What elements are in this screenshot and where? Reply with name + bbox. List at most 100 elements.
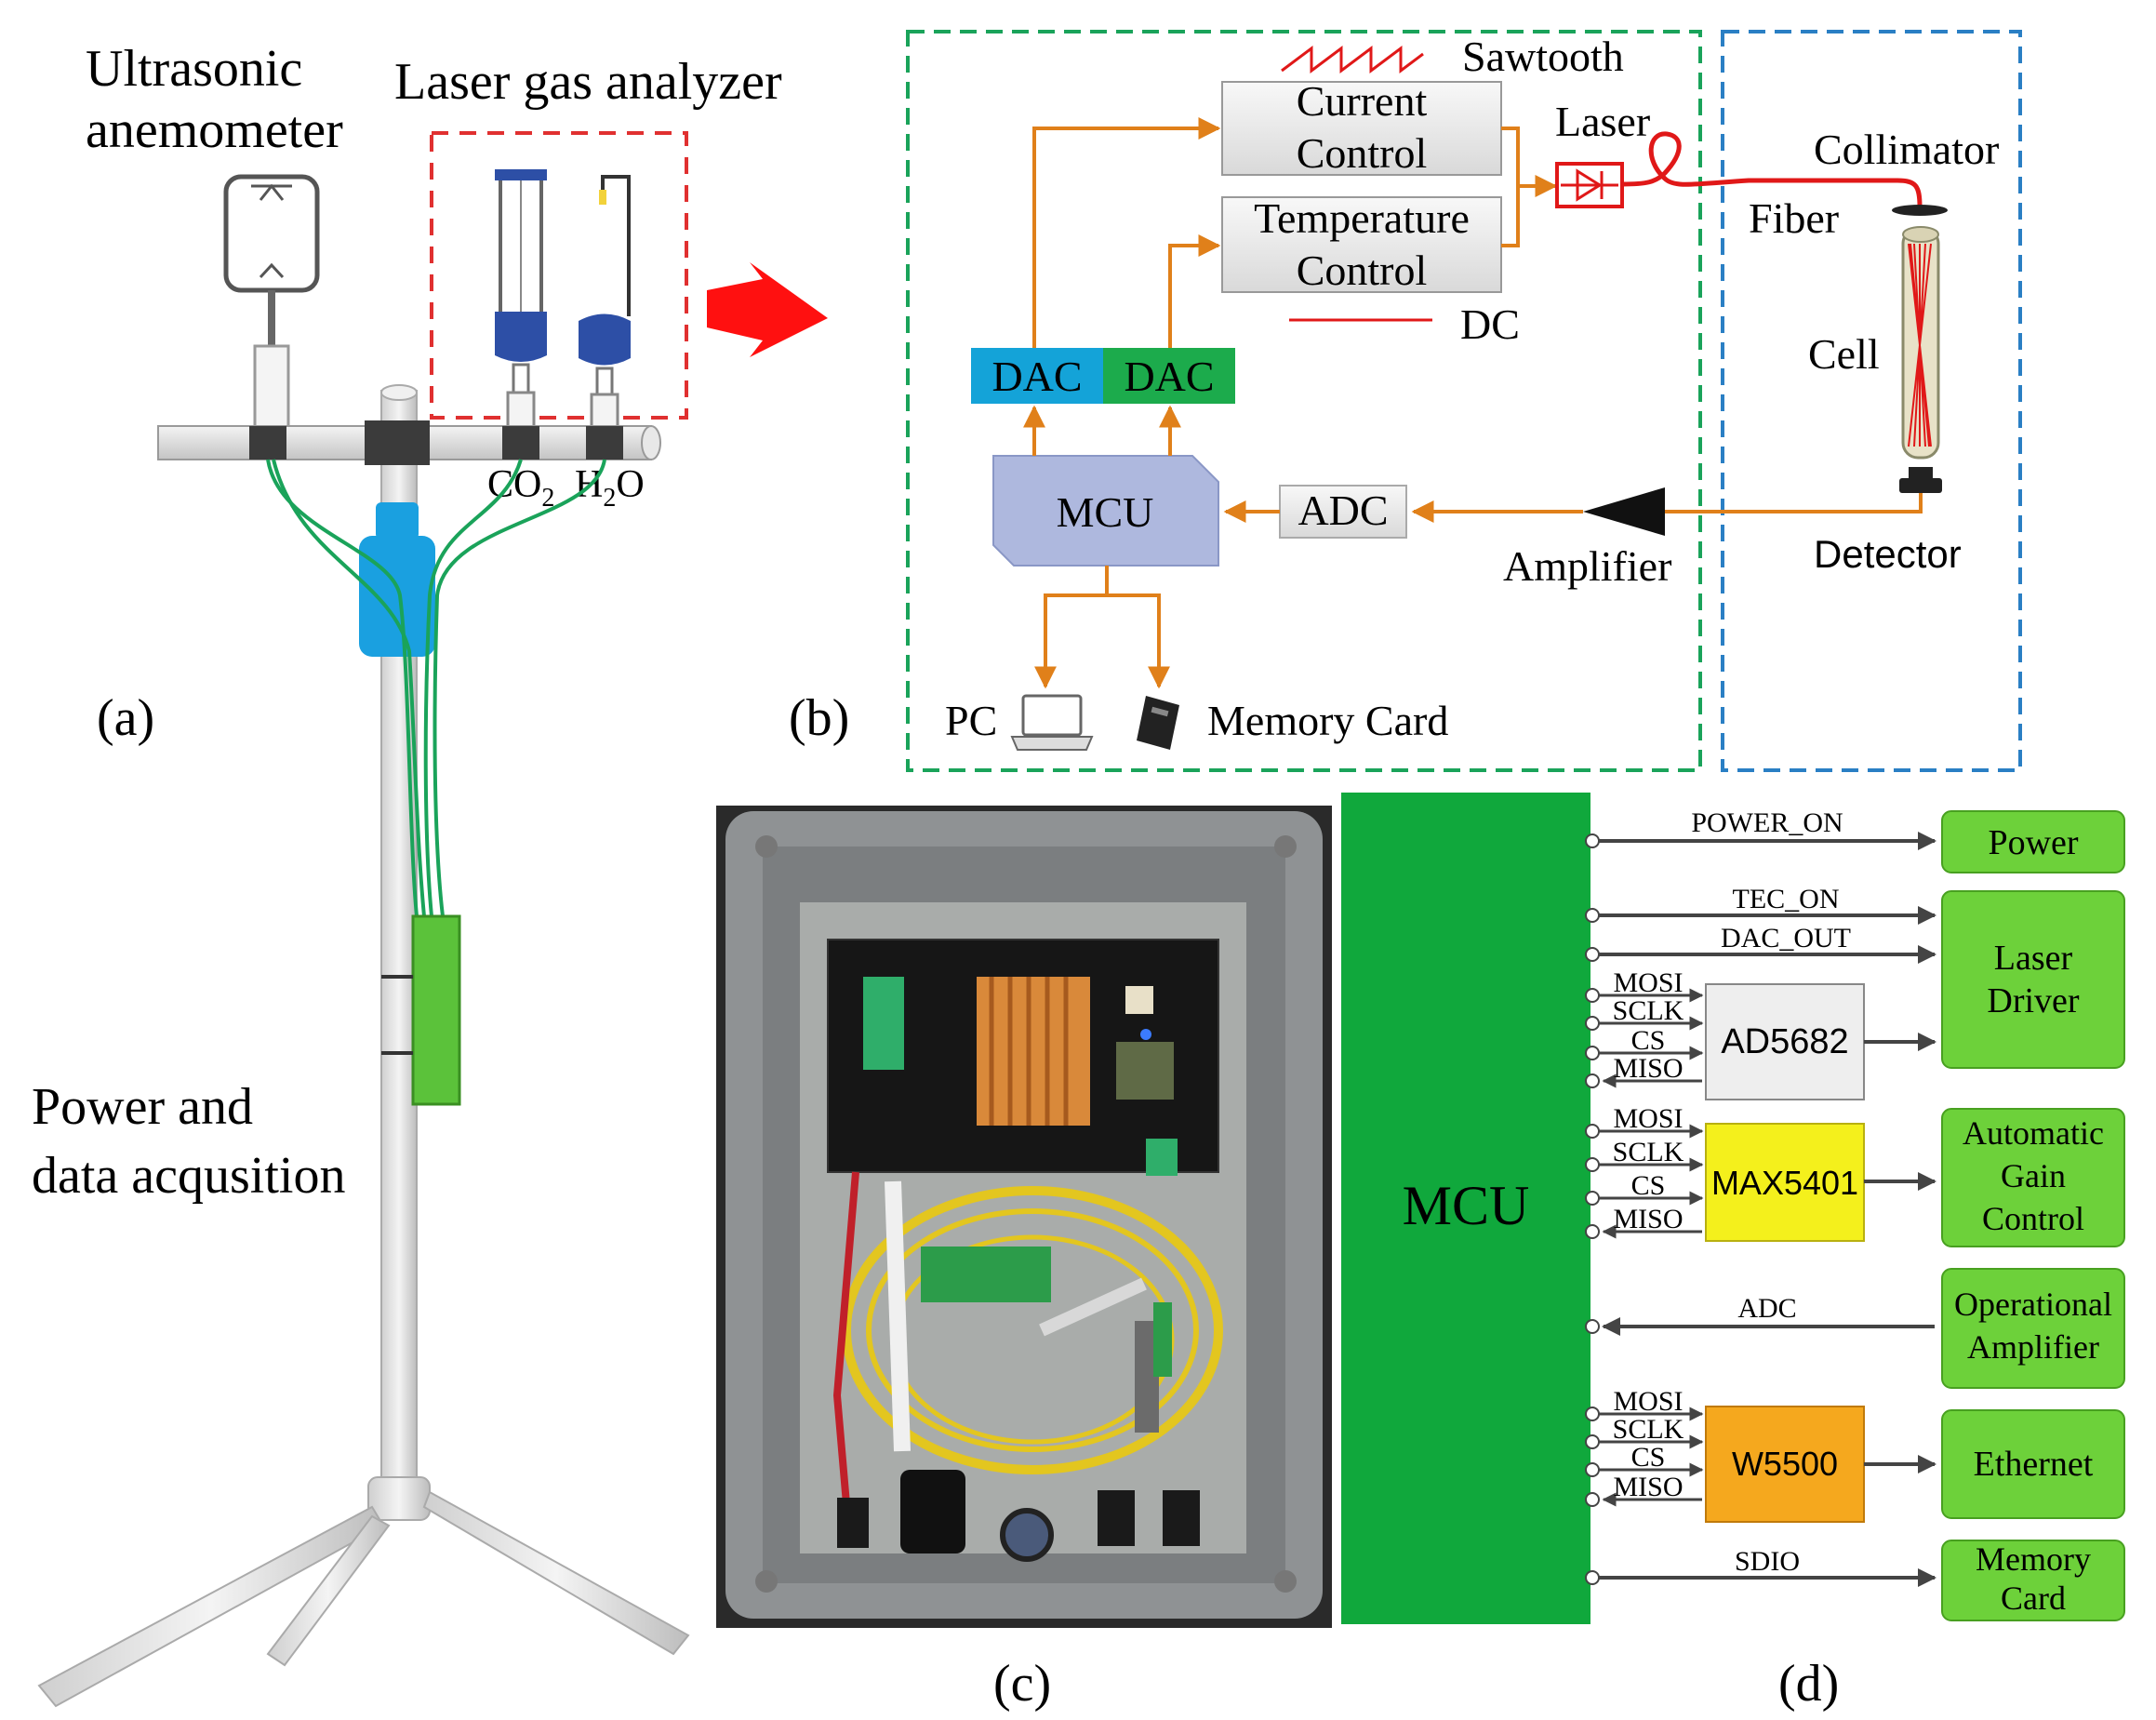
laser-driver-line2: Driver <box>1987 981 2080 1020</box>
temperature-control-line2: Control <box>1297 247 1428 294</box>
dc-label: DC <box>1460 300 1520 348</box>
laser-label: Laser <box>1555 98 1650 145</box>
analyzer-label: Laser gas analyzer <box>394 53 782 111</box>
power-label-line1: Power and <box>32 1078 253 1136</box>
panel-b-label: (b) <box>789 689 849 747</box>
max5401-miso: MISO <box>1613 1204 1683 1234</box>
heatsink <box>977 977 1090 1126</box>
memory-card-line1: Memory <box>1976 1540 2091 1578</box>
gas-cell <box>1901 226 1940 460</box>
ad5682-chip <box>1705 983 1865 1100</box>
optical-fiber <box>1621 131 1923 207</box>
laser-diode-icon <box>1555 162 1624 208</box>
electronics-dashed-box <box>906 30 1702 772</box>
junction-enclosure <box>359 502 435 657</box>
dac-box-2 <box>1103 348 1235 404</box>
panel-b: Sawtooth Current Control Temperature Con… <box>789 30 2022 772</box>
analyzer-highlight-box <box>430 131 688 420</box>
dac-label-1: DAC <box>991 353 1082 400</box>
anemometer-label-line2: anemometer <box>86 101 343 159</box>
h2o-analyzer <box>579 175 631 432</box>
power-acquisition-box <box>411 914 461 1106</box>
agc-line2: Gain <box>2001 1157 2066 1194</box>
current-control-box <box>1221 81 1502 176</box>
agc-line3: Control <box>1982 1200 2084 1237</box>
signal-adc: ADC <box>1737 1293 1796 1324</box>
opamp-line2: Amplifier <box>1967 1328 2099 1366</box>
memory-card-block <box>1941 1540 2125 1621</box>
max5401-sclk: SCLK <box>1613 1137 1684 1167</box>
w5500-chip <box>1705 1406 1865 1523</box>
max5401-label: MAX5401 <box>1711 1164 1858 1202</box>
collimator-label: Collimator <box>1814 126 1999 173</box>
sawtooth-label: Sawtooth <box>1462 33 1624 80</box>
signal-power-on: POWER_ON <box>1691 807 1843 838</box>
pc-label: PC <box>945 697 997 744</box>
signal-cables <box>266 459 606 917</box>
max5401-chip <box>1705 1123 1865 1242</box>
mcu-main-label: MCU <box>1403 1175 1530 1236</box>
h2o-label: H2O <box>575 463 645 513</box>
signal-sdio: SDIO <box>1735 1546 1800 1577</box>
cell-label: Cell <box>1808 330 1880 378</box>
w5500-label: W5500 <box>1732 1445 1838 1483</box>
dac-label-2: DAC <box>1124 353 1214 400</box>
ethernet-label: Ethernet <box>1974 1445 2094 1484</box>
transition-arrow <box>707 262 828 357</box>
dac-box-1 <box>971 348 1103 404</box>
ad5682-miso: MISO <box>1613 1053 1683 1084</box>
signal-dac-out: DAC_OUT <box>1721 923 1851 953</box>
panel-d: MCU POWER_ON TEC_ON DAC_OUT <box>1341 793 2125 1624</box>
agc-line1: Automatic <box>1963 1114 2104 1152</box>
w5500-mosi: MOSI <box>1613 1386 1683 1417</box>
adc-box <box>1279 485 1407 539</box>
mcu-main-block <box>1341 793 1590 1624</box>
ad5682-cs: CS <box>1631 1025 1666 1056</box>
memory-card-line2: Card <box>2001 1580 2066 1617</box>
laser-driver-line1: Laser <box>1994 939 2073 978</box>
collimator-lens <box>1892 205 1948 216</box>
opamp-line1: Operational <box>1954 1286 2112 1323</box>
w5500-sclk: SCLK <box>1613 1414 1684 1445</box>
power-block <box>1941 810 2125 873</box>
current-control-line2: Control <box>1297 129 1428 177</box>
fiber-coil <box>842 1186 1223 1474</box>
sawtooth-waveform-icon <box>1281 46 1424 73</box>
signal-tec-on: TEC_ON <box>1733 884 1840 914</box>
max5401-cs: CS <box>1631 1170 1666 1201</box>
optics-dashed-box <box>1721 30 2022 772</box>
panel-c-label: (c) <box>993 1655 1051 1713</box>
ad5682-mosi: MOSI <box>1613 967 1683 998</box>
power-label-line2: data acqusition <box>32 1147 345 1205</box>
anemometer-label-line1: Ultrasonic <box>86 40 302 98</box>
ethernet-block <box>1941 1409 2125 1519</box>
agc-block <box>1941 1108 2125 1247</box>
laser-driver-block <box>1941 890 2125 1069</box>
memory-card-label: Memory Card <box>1207 697 1448 744</box>
max5401-mosi: MOSI <box>1613 1103 1683 1134</box>
mcu-block <box>992 455 1219 567</box>
panel-c-photo <box>716 806 1332 1628</box>
current-control-line1: Current <box>1297 77 1428 125</box>
ad5682-sclk: SCLK <box>1613 995 1684 1026</box>
cross-arm <box>157 420 661 465</box>
detector-label: Detector <box>1814 532 1962 576</box>
power-block-label: Power <box>1988 823 2078 862</box>
ultrasonic-anemometer <box>223 174 320 432</box>
memory-card-icon <box>1137 696 1179 750</box>
co2-analyzer <box>495 169 547 430</box>
ad5682-label: AD5682 <box>1721 1022 1848 1061</box>
amplifier-label: Amplifier <box>1503 542 1671 590</box>
tripod <box>37 1476 690 1708</box>
panel-a-label: (a) <box>97 689 154 747</box>
temperature-control-line1: Temperature <box>1254 194 1470 242</box>
adc-label: ADC <box>1298 487 1388 534</box>
fiber-label: Fiber <box>1749 194 1839 242</box>
amplifier-symbol <box>1583 487 1665 536</box>
opamp-block <box>1941 1268 2125 1389</box>
laptop-icon <box>1010 694 1094 751</box>
w5500-miso: MISO <box>1613 1472 1683 1502</box>
panel-a: Ultrasonic anemometer Laser gas analyzer <box>32 40 828 1708</box>
co2-label: CO2 <box>487 463 554 513</box>
